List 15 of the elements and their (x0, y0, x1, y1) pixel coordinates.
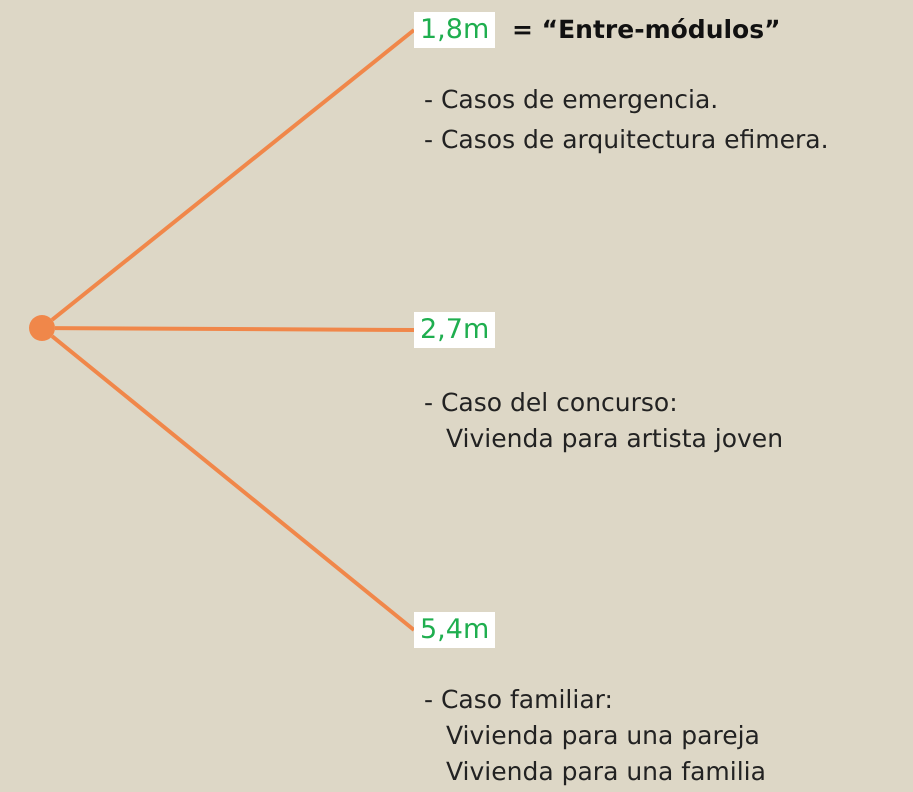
connector-line (50, 334, 416, 632)
description-text: - Casos de emergencia. (424, 84, 718, 116)
measurement-label: 5,4m (414, 612, 496, 648)
heading-text: = “Entre-módulos” (512, 14, 781, 46)
description-text: Vivienda para una familia (446, 756, 766, 788)
measurement-label: 2,7m (414, 312, 496, 348)
description-text: - Caso del concurso: (424, 387, 678, 419)
connector-line (50, 28, 416, 322)
junction-dot (29, 315, 55, 341)
measurement-label: 1,8m (414, 12, 496, 48)
description-text: - Casos de arquitectura efimera. (424, 124, 829, 156)
description-text: - Caso familiar: (424, 684, 613, 716)
description-text: Vivienda para artista joven (446, 423, 784, 455)
connector-line (54, 326, 414, 332)
description-text: Vivienda para una pareja (446, 720, 760, 752)
